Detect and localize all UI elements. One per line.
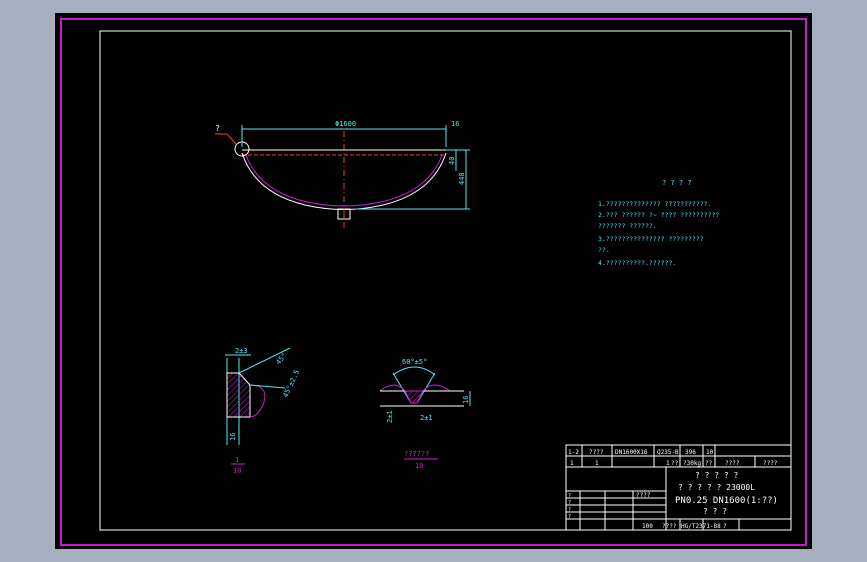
d2-angle-arc: [392, 366, 436, 376]
d2-label-text: ??????: [404, 450, 429, 458]
d2-root-face: 2±1: [386, 410, 394, 423]
drawing-canvas[interactable]: ? Φ1600 16 40 440 2±3: [55, 13, 812, 549]
tb-left-small-3: ?: [568, 507, 571, 513]
tb-r1-c4: Q235-B: [657, 449, 679, 456]
tb-bottom-c2: ????: [662, 523, 677, 530]
tb-bottom-c1: 100: [642, 523, 653, 530]
tb-left-small-1: ?: [568, 493, 571, 499]
tb-r2-c6: ??: [705, 460, 713, 467]
d2-groove-angle: 60°±5°: [402, 358, 427, 366]
d2-thickness: 16: [462, 396, 470, 404]
diameter-dim-text: Φ1600: [335, 120, 356, 128]
notes-line-1: 1.?????????????? ???????????.: [598, 200, 712, 208]
d1-label-num: 1: [235, 456, 239, 464]
notes-line-4: 3.??????????????? ?????????: [598, 235, 704, 243]
tb-r2-c5: ?30kg: [683, 460, 701, 467]
notes-line-6: 4.??????????.??????.: [598, 259, 676, 267]
d1-plate-section: [226, 372, 251, 418]
tb-right-line1: ? ? ? ? ?: [695, 471, 739, 480]
tb-r2-c2: 1: [595, 460, 599, 467]
tb-r1-c1: 1-2: [568, 449, 579, 456]
head-view: ? Φ1600 16 40 440: [215, 120, 470, 231]
title-block-frame: [565, 444, 792, 531]
tb-r1-c3: DN1600X16: [615, 449, 648, 456]
tb-left-small-4: ?: [568, 514, 571, 520]
tb-bottom-c3: HG/T2371-88: [681, 523, 721, 530]
detail-1: 2±3 45° 45°±2.5 16 1 10: [225, 347, 301, 475]
notes-title: ? ? ? ?: [662, 179, 692, 187]
d2-plate-top: [379, 384, 464, 392]
tb-r1-c6: 10: [706, 449, 714, 456]
flange-dim-text: 40: [448, 157, 456, 165]
d2-label-scale: 10: [415, 462, 423, 470]
notes-line-3: ??????? ??????.: [598, 222, 657, 230]
drawing-sheet[interactable]: ? Φ1600 16 40 440 2±3: [55, 13, 812, 549]
title-block-text: 1-2 ???? DN1600X16 Q235-B 396 10 1 1 1 ?…: [568, 449, 778, 530]
d1-top-dim: 2±3: [235, 347, 248, 355]
tb-right-line4: ? ? ?: [703, 507, 727, 516]
height-dim-text: 440: [458, 172, 466, 185]
d1-bevel-dim: 45°±2.5: [282, 369, 302, 399]
tb-r2-c4: ??: [671, 460, 679, 467]
title-block: [565, 444, 792, 531]
head-inner-profile: [245, 154, 443, 207]
outer-border: [60, 18, 807, 546]
d1-bevel-line: [238, 347, 291, 374]
notes-line-2: 2.??? ?????? ?~ ???? ??????????: [598, 211, 719, 219]
tb-bottom-c4: ?: [723, 523, 727, 530]
d2-weld-fill: [404, 390, 424, 404]
technical-notes: ? ? ? ? 1.?????????????? ???????????. 2.…: [598, 179, 719, 267]
d2-root-gap: 2±1: [420, 414, 433, 422]
tb-left-small-2: ?: [568, 500, 571, 506]
d1-bottom-dim: 16: [229, 433, 237, 441]
tb-right-line3: PN0.25 DN1600(1:??): [675, 496, 778, 506]
d1-weld-bead: [249, 384, 266, 418]
tb-r2-c3: 1: [666, 460, 670, 467]
detail-2: 60°±5° 16 2±1 2±1 ?????? 10: [379, 358, 471, 470]
tb-right-line2: ? ? ? ? ? 23000L: [678, 483, 755, 492]
tb-r1-c2: ????: [589, 449, 604, 456]
d1-label-scale: 10: [233, 467, 241, 475]
tb-mid-small: ????: [636, 492, 651, 499]
notes-line-5: ??.: [598, 246, 610, 254]
d1-angle-dim: 45°: [274, 351, 288, 366]
tb-r2-c1: 1: [570, 460, 574, 467]
d1-bevel-line2: [249, 384, 286, 389]
leader-label: ?: [215, 124, 220, 133]
tb-r1-c5: 396: [685, 449, 696, 456]
inner-border: [99, 30, 792, 531]
detail-callout-leader: [215, 133, 237, 145]
tb-r2-c8: ????: [763, 460, 778, 467]
tb-r2-c7: ????: [725, 460, 740, 467]
thickness-dim-text: 16: [451, 120, 459, 128]
